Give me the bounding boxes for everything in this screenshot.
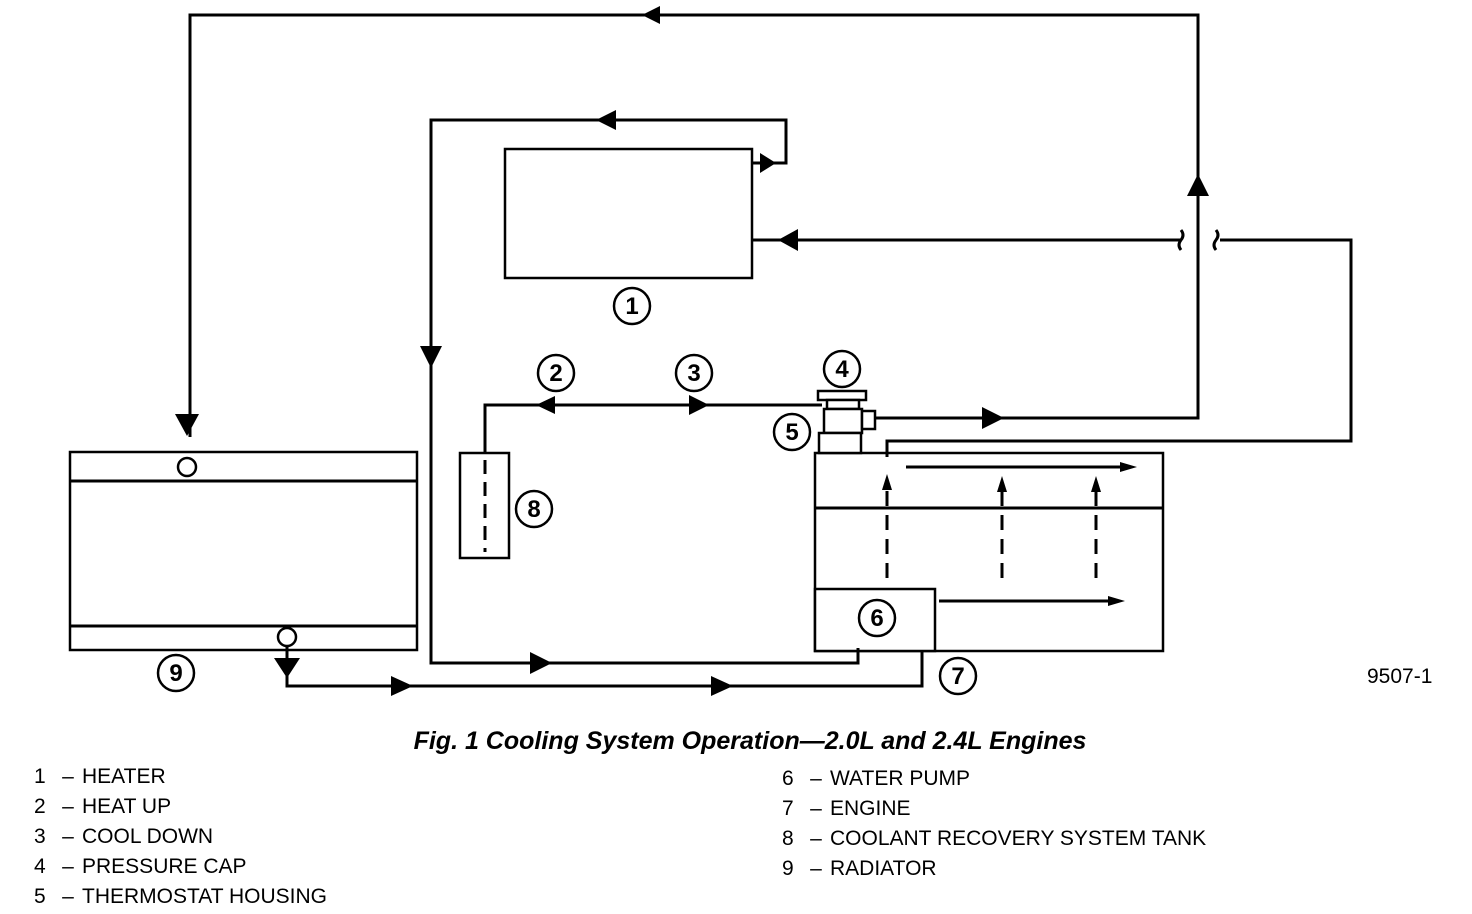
- legend-dash: –: [810, 767, 822, 790]
- legend-item: 5–THERMOSTAT HOUSING: [34, 882, 327, 912]
- pressure-cap: [816, 389, 868, 411]
- flow-arrowheads: [175, 6, 1209, 696]
- cooling-system-diagram: 1 2 3 4 5 6 7 8 9 9507-1: [68, 6, 1432, 696]
- svg-text:7: 7: [951, 663, 964, 690]
- svg-text:3: 3: [687, 360, 700, 387]
- engine-flow-arrows: [882, 462, 1137, 606]
- legend-label: RADIATOR: [830, 857, 937, 880]
- legend-number: 4: [34, 855, 46, 878]
- legend-dash: –: [810, 827, 822, 850]
- legend-number: 3: [34, 825, 46, 848]
- callout-2: 2: [536, 353, 576, 393]
- thermostat-housing: [817, 407, 877, 455]
- legend-number: 2: [34, 795, 46, 818]
- legend-item: 2–HEAT UP: [34, 792, 327, 822]
- legend-left: 1–HEATER 2–HEAT UP 3–COOL DOWN 4–PRESSUR…: [34, 762, 327, 912]
- legend-dash: –: [62, 855, 74, 878]
- legend-label: ENGINE: [830, 797, 911, 820]
- callout-9: 9: [156, 653, 196, 693]
- legend-dash: –: [62, 795, 74, 818]
- legend-label: COOL DOWN: [82, 825, 214, 848]
- svg-text:6: 6: [870, 605, 883, 632]
- callout-4: 4: [822, 349, 862, 389]
- svg-text:8: 8: [527, 496, 540, 523]
- legend-number: 6: [782, 767, 794, 790]
- legend-label: THERMOSTAT HOUSING: [82, 885, 328, 908]
- svg-text:9: 9: [169, 660, 182, 687]
- legend-item: 8–COOLANT RECOVERY SYSTEM TANK: [782, 824, 1206, 854]
- legend-dash: –: [62, 825, 74, 848]
- legend-label: PRESSURE CAP: [82, 855, 247, 878]
- recovery-line: [483, 403, 822, 453]
- legend-right: 6–WATER PUMP 7–ENGINE 8–COOLANT RECOVERY…: [782, 764, 1206, 884]
- legend-label: HEATER: [82, 765, 166, 788]
- legend-item: 6–WATER PUMP: [782, 764, 1206, 794]
- coolant-recovery-tank: [458, 451, 511, 560]
- legend-number: 1: [34, 765, 46, 788]
- svg-text:1: 1: [625, 293, 638, 320]
- callout-6: 6: [857, 598, 897, 638]
- svg-text:2: 2: [549, 360, 562, 387]
- legend-number: 9: [782, 857, 794, 880]
- callout-7: 7: [938, 656, 978, 696]
- legend-label: COOLANT RECOVERY SYSTEM TANK: [830, 827, 1207, 850]
- legend-label: HEAT UP: [82, 795, 172, 818]
- legend-number: 7: [782, 797, 794, 820]
- callout-8: 8: [514, 489, 554, 529]
- figure-id: 9507-1: [1367, 665, 1432, 688]
- legend-item: 9–RADIATOR: [782, 854, 1206, 884]
- legend-item: 1–HEATER: [34, 762, 327, 792]
- legend-item: 4–PRESSURE CAP: [34, 852, 327, 882]
- legend-item: 7–ENGINE: [782, 794, 1206, 824]
- engine-to-heater-line: [885, 238, 1353, 457]
- svg-text:5: 5: [785, 419, 798, 446]
- outer-return-line: [188, 13, 1200, 437]
- legend-dash: –: [810, 797, 822, 820]
- legend-dash: –: [62, 765, 74, 788]
- legend-dash: –: [810, 857, 822, 880]
- legend-dash: –: [62, 885, 74, 908]
- callout-3: 3: [674, 353, 714, 393]
- heater-box: [503, 147, 754, 280]
- legend-number: 8: [782, 827, 794, 850]
- svg-text:4: 4: [835, 356, 849, 383]
- callout-1: 1: [612, 286, 652, 326]
- radiator: [68, 450, 419, 652]
- figure-caption: Fig. 1 Cooling System Operation—2.0L and…: [413, 727, 1087, 755]
- heater-return-line: [429, 118, 860, 665]
- callout-5: 5: [772, 412, 812, 452]
- legend-label: WATER PUMP: [830, 767, 970, 790]
- legend-item: 3–COOL DOWN: [34, 822, 327, 852]
- legend-number: 5: [34, 885, 46, 908]
